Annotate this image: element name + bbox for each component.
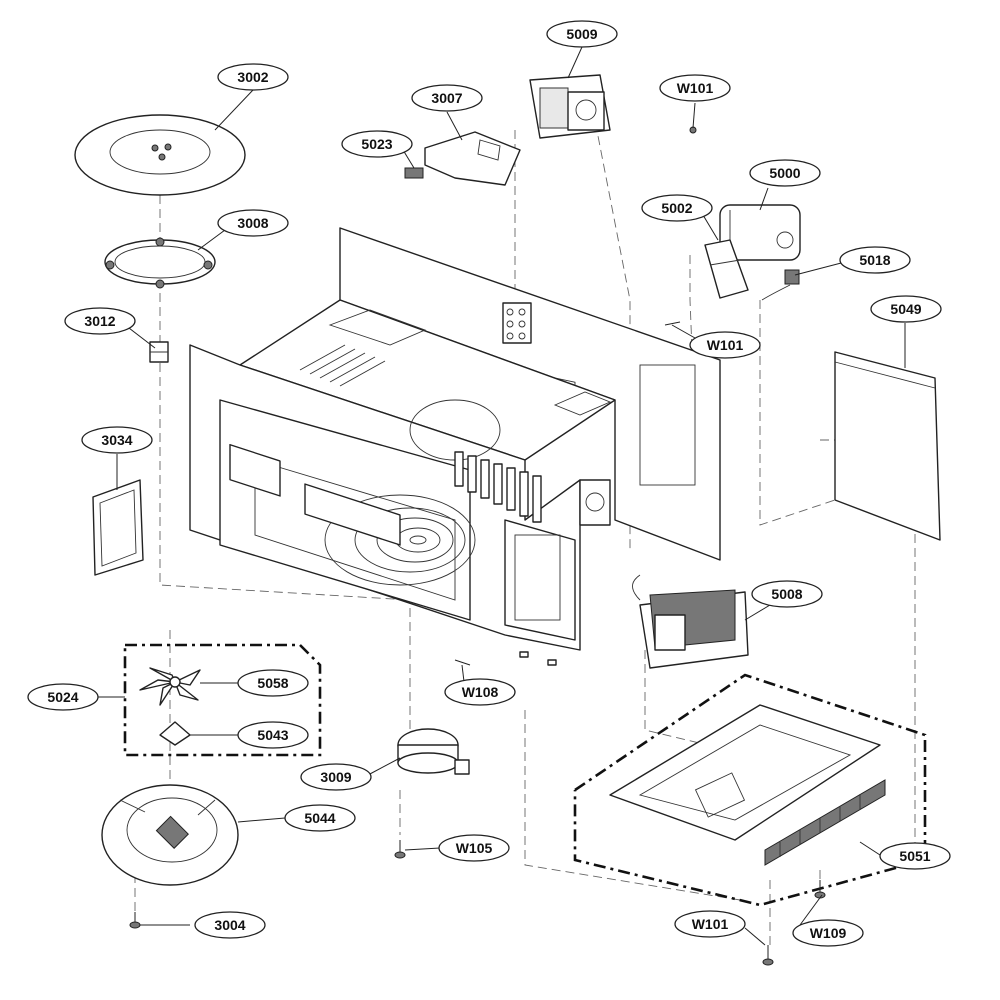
- callout-5058-label: 5058: [257, 675, 288, 691]
- callout-5009: 5009: [546, 20, 618, 48]
- callout-3009-label: 3009: [320, 769, 351, 785]
- fan-blade: [139, 667, 201, 706]
- callout-w109-label: W109: [810, 925, 847, 941]
- thermostat-part: [404, 167, 424, 179]
- fan-housing: [101, 784, 239, 886]
- alignment-lines: [134, 94, 916, 945]
- turntable-motor: [397, 728, 470, 775]
- callout-5044: 5044: [284, 804, 356, 832]
- fan-assembly-group: [123, 643, 322, 757]
- microwave-chassis: [189, 227, 721, 666]
- callout-3007-label: 3007: [431, 90, 462, 106]
- callout-3007: 3007: [411, 84, 483, 112]
- callout-w101-top: W101: [659, 74, 731, 102]
- screw-w101-mid-icon: [664, 321, 681, 326]
- side-plate: [834, 351, 941, 541]
- callout-5043-label: 5043: [257, 727, 288, 743]
- callout-5024-label: 5024: [47, 689, 78, 705]
- callout-5051-label: 5051: [899, 848, 930, 864]
- waveguide-cover: [92, 479, 144, 576]
- callout-5000: 5000: [749, 159, 821, 187]
- capacitor-bracket: [704, 239, 749, 299]
- fan-coupling: [159, 721, 191, 746]
- callout-w101-top-label: W101: [677, 80, 714, 96]
- callout-3004-label: 3004: [214, 917, 245, 933]
- callout-w105: W105: [438, 834, 510, 862]
- hv-transformer: [632, 574, 749, 669]
- magnetron-part: [529, 74, 697, 139]
- back-control-grid: [502, 302, 532, 344]
- callout-5018: 5018: [839, 246, 911, 274]
- callout-5009-label: 5009: [566, 26, 597, 42]
- callouts: 3002 3007 5009 W101 5023 5000 5002 3008: [27, 20, 951, 947]
- callout-3034-label: 3034: [101, 432, 132, 448]
- hv-capacitor: [719, 204, 801, 261]
- callout-w101-bottom-label: W101: [692, 916, 729, 932]
- callout-5002: 5002: [641, 194, 713, 222]
- callout-3008: 3008: [217, 209, 289, 237]
- screw-w101-bottom-icon: [762, 945, 774, 966]
- callout-5049-label: 5049: [890, 301, 921, 317]
- callout-w109: W109: [792, 919, 864, 947]
- callout-3012-label: 3012: [84, 313, 115, 329]
- glass-turntable-tray: [74, 114, 246, 196]
- coupler-part: [149, 341, 169, 363]
- screw-3004-icon: [129, 912, 141, 929]
- hv-diode: [761, 269, 800, 301]
- callout-w101-mid-label: W101: [707, 337, 744, 353]
- callout-5002-label: 5002: [661, 200, 692, 216]
- callout-w101-mid: W101: [689, 331, 761, 359]
- screws: [129, 321, 826, 966]
- callout-3002: 3002: [217, 63, 289, 91]
- callout-3008-label: 3008: [237, 215, 268, 231]
- callout-5044-label: 5044: [304, 810, 335, 826]
- callout-3002-label: 3002: [237, 69, 268, 85]
- callout-5008: 5008: [751, 580, 823, 608]
- callout-5024: 5024: [27, 683, 99, 711]
- screw-w109-icon: [814, 880, 826, 899]
- callout-5051: 5051: [879, 842, 951, 870]
- side-vent-slots: [454, 451, 542, 523]
- callout-5018-label: 5018: [859, 252, 890, 268]
- callout-5023-label: 5023: [361, 136, 392, 152]
- base-plate-group: [573, 673, 927, 907]
- top-vent-hatch: [299, 344, 386, 387]
- callout-5058: 5058: [237, 669, 309, 697]
- roller-guide-ring: [104, 237, 216, 289]
- callout-3009: 3009: [300, 763, 372, 791]
- callout-w108-label: W108: [462, 684, 499, 700]
- vent-grill: [764, 779, 886, 866]
- callout-3004: 3004: [194, 911, 266, 939]
- callout-5043: 5043: [237, 721, 309, 749]
- callout-5008-label: 5008: [771, 586, 802, 602]
- callout-3034: 3034: [81, 426, 153, 454]
- callout-w101-bottom: W101: [674, 910, 746, 938]
- screw-w108-icon: [454, 659, 471, 666]
- air-guide: [424, 131, 521, 186]
- screw-w105-icon: [394, 840, 406, 859]
- callout-w108: W108: [444, 678, 516, 706]
- callout-5000-label: 5000: [769, 165, 800, 181]
- callout-5049: 5049: [870, 295, 942, 323]
- callout-w105-label: W105: [456, 840, 493, 856]
- callout-3012: 3012: [64, 307, 136, 335]
- callout-5023: 5023: [341, 130, 413, 158]
